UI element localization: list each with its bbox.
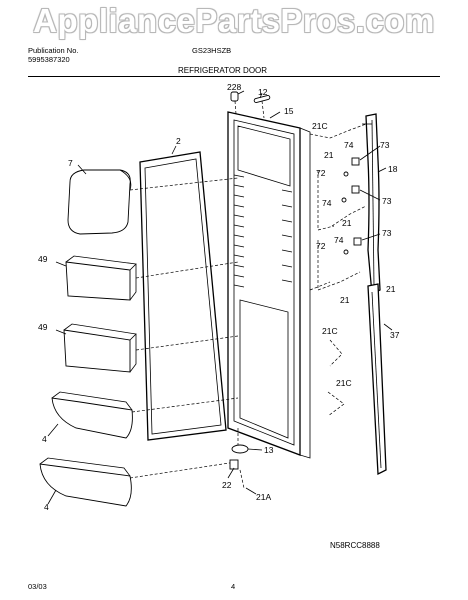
door-bin-upper: [65, 255, 239, 301]
hinge-parts-bottom: [229, 428, 263, 489]
callout-21-b: 21: [342, 218, 352, 228]
label-leaders: [47, 90, 393, 505]
page-number: 4: [231, 582, 236, 591]
publication-block: Publication No. 5995387320: [28, 46, 78, 64]
publication-number: 5995387320: [28, 55, 70, 64]
callout-74-b: 74: [322, 198, 332, 208]
publication-label: Publication No.: [28, 46, 79, 55]
door-bin-lower: [63, 323, 239, 373]
mount-leaders: [309, 123, 367, 417]
callout-228: 228: [227, 82, 241, 92]
watermark: AppliancePartsPros.com: [33, 2, 435, 39]
callout-4-upper: 4: [42, 434, 47, 444]
callout-12: 12: [258, 87, 268, 97]
callout-18: 18: [388, 164, 398, 174]
callout-73-c: 73: [382, 228, 392, 238]
door-panel: [227, 111, 311, 459]
section-title: REFRIGERATOR DOOR: [178, 66, 268, 75]
door-gasket: [139, 151, 227, 441]
callout-22: 22: [222, 480, 232, 490]
model-number: GS23HSZB: [192, 46, 232, 55]
callout-21c-low: 21C: [336, 378, 352, 388]
callout-labels: 228 12 15 2 7 49 49 4 4 21C 21 74 73 18 …: [38, 82, 400, 512]
diagram-code: N58RCC8888: [330, 541, 380, 550]
callout-2: 2: [176, 136, 181, 146]
callout-21-d: 21: [386, 284, 396, 294]
handle-mounts: [341, 157, 362, 255]
dairy-compartment: [67, 169, 239, 235]
footer-date: 03/03: [28, 582, 47, 591]
door-shelf-upper: [51, 391, 239, 439]
hinge-parts-top: [230, 91, 271, 119]
header-rule: [28, 76, 440, 77]
callout-21-a: 21: [324, 150, 334, 160]
callout-21-c: 21: [340, 295, 350, 305]
callout-74-a: 74: [344, 140, 354, 150]
callout-21c-top: 21C: [312, 121, 328, 131]
callout-21a: 21A: [256, 492, 271, 502]
callout-73-b: 73: [382, 196, 392, 206]
door-handle: [365, 113, 381, 296]
callout-74-c: 74: [334, 235, 344, 245]
callout-72-a: 72: [316, 168, 326, 178]
callout-37: 37: [390, 330, 400, 340]
door-shelf-ribs: [233, 174, 293, 288]
callout-7: 7: [68, 158, 73, 168]
callout-49-upper: 49: [38, 254, 48, 264]
callout-4-lower: 4: [44, 502, 49, 512]
handle-rail: [367, 283, 387, 476]
door-shelf-lower: [39, 457, 237, 507]
callout-73-a: 73: [380, 140, 390, 150]
callout-72-b: 72: [316, 241, 326, 251]
callout-49-lower: 49: [38, 322, 48, 332]
callout-15: 15: [284, 106, 294, 116]
callout-21c-mid: 21C: [322, 326, 338, 336]
callout-13: 13: [264, 445, 274, 455]
